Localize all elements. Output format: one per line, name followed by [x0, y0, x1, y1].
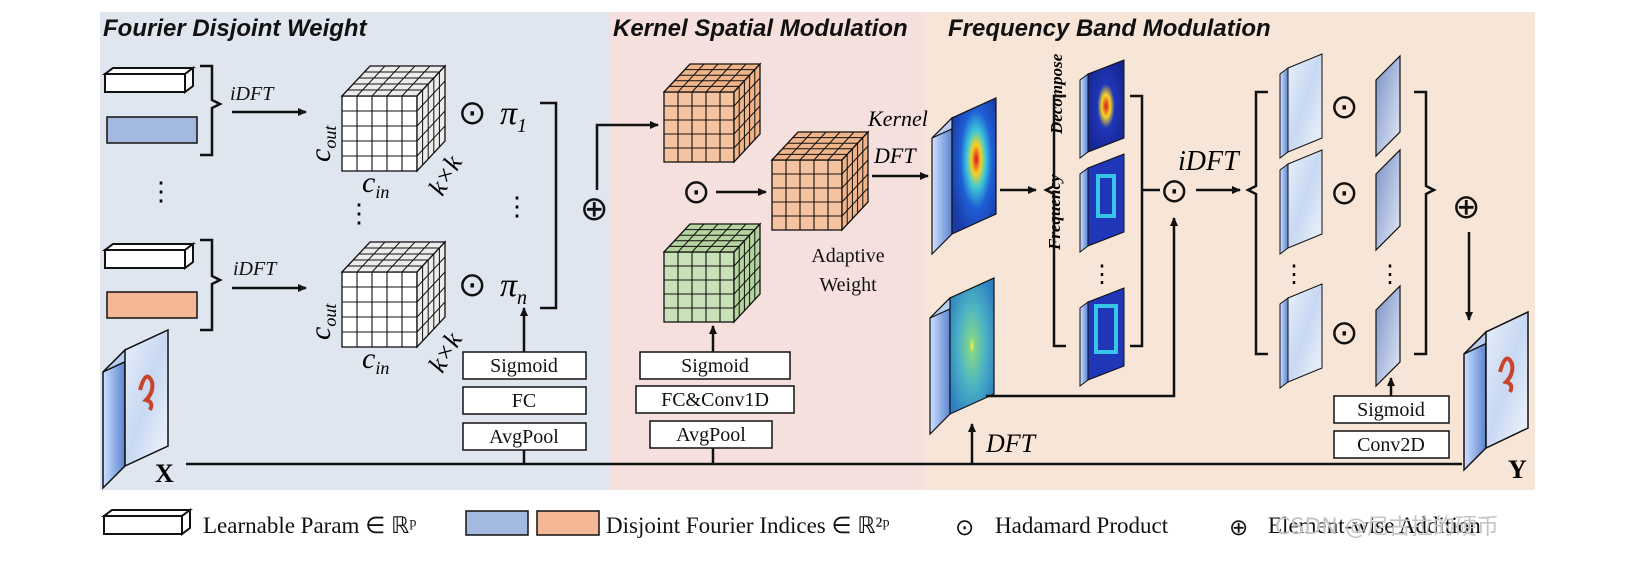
addition-op-fbm: ⊕	[1452, 189, 1481, 226]
weight-cube-1	[340, 64, 447, 173]
hadamard-op-ksm: ⊙	[682, 174, 711, 211]
input-x-label: X	[155, 459, 174, 488]
fdw-avgpool: AvgPool	[489, 426, 559, 448]
input-image-x	[102, 328, 169, 490]
kernel-spectrum-panel	[931, 97, 997, 256]
orange-kernel-cube	[662, 62, 762, 164]
legend-hadamard: Hadamard Product	[995, 513, 1169, 538]
vdots-fdw-mid: ⋮	[346, 199, 372, 228]
ksm-fc-conv1d: FC&Conv1D	[661, 389, 769, 411]
fourier-indices-orange	[106, 291, 198, 319]
band-outputs	[1279, 53, 1323, 389]
legend-orange-swatch	[536, 510, 600, 536]
dft-label: DFT	[985, 429, 1037, 458]
legend-blue-swatch	[465, 510, 529, 536]
hadamard-band-2: ⊙	[1330, 175, 1359, 212]
output-brace-left	[1245, 90, 1268, 356]
ksm-sigmoid: Sigmoid	[681, 355, 749, 377]
fdw-fc: FC	[512, 390, 536, 412]
idft-label-2: iDFT	[233, 258, 278, 280]
green-attention-cube	[662, 222, 762, 324]
brace-n	[200, 238, 223, 332]
learnable-param-1	[102, 66, 196, 94]
c-out-label-1: cout	[304, 125, 340, 162]
addition-op-fdw: ⊕	[580, 191, 609, 228]
ksm-avgpool: AvgPool	[676, 424, 746, 446]
band-weights	[1375, 54, 1401, 388]
legend-indices: Disjoint Fourier Indices ∈ ℝ²ᵖ	[606, 513, 890, 538]
c-in-label-1: cin	[362, 166, 389, 202]
pi-n: πn	[500, 267, 527, 309]
fbm-conv2d: Conv2D	[1357, 434, 1425, 456]
decompose-label: Decompose	[1047, 53, 1066, 135]
fbm-block-stack: Sigmoid Conv2D	[1333, 395, 1450, 459]
learnable-param-n	[102, 242, 196, 270]
legend-addition: Element-wise Addition	[1268, 513, 1481, 538]
hadamard-op-n: ⊙	[458, 267, 487, 304]
idft-label-1: iDFT	[230, 83, 275, 105]
legend-learnable: Learnable Param ∈ ℝᵖ	[203, 513, 416, 538]
fdw-block-stack: Sigmoid FC AvgPool	[462, 351, 587, 451]
hadamard-op-fbm: ⊙	[1160, 173, 1189, 210]
adaptive-label-2: Weight	[819, 274, 877, 296]
watermark: CSDN @尼古拉的硬币	[1275, 515, 1499, 540]
vdots-fdw-right: ⋮	[504, 192, 530, 221]
hadamard-band-n: ⊙	[1330, 315, 1359, 352]
c-in-label-2: cin	[362, 342, 389, 378]
idft-label-fbm: iDFT	[1178, 146, 1241, 177]
fbm-sigmoid: Sigmoid	[1357, 399, 1425, 421]
band-brace-left	[1043, 94, 1066, 348]
ksm-block-stack: Sigmoid FC&Conv1D AvgPool	[635, 351, 795, 449]
hadamard-op-1: ⊙	[458, 95, 487, 132]
legend-addition-symbol: ⊕	[1229, 515, 1248, 540]
fbm-title: Frequency Band Modulation	[948, 15, 1271, 42]
fourier-indices-blue	[106, 116, 198, 144]
vdots-weights: ⋮	[1378, 262, 1402, 288]
fdw-title: Fourier Disjoint Weight	[103, 15, 368, 42]
legend: Learnable Param ∈ ℝᵖ Disjoint Fourier In…	[101, 508, 1481, 540]
hadamard-band-1: ⊙	[1330, 89, 1359, 126]
output-y-label: Y	[1508, 455, 1527, 484]
frequency-bands	[1079, 59, 1125, 387]
pi-brace	[540, 101, 558, 310]
vdots-fdw-left: ⋮	[148, 177, 174, 206]
adaptive-label-1: Adaptive	[811, 245, 884, 267]
adaptive-weight-cube	[770, 130, 870, 232]
input-fft-panel	[929, 277, 995, 436]
fdw-sigmoid: Sigmoid	[490, 355, 558, 377]
output-brace-right	[1414, 90, 1437, 356]
pi-1: π1	[500, 95, 527, 137]
band-brace-right	[1130, 94, 1144, 348]
kernel-label: Kernel	[867, 106, 928, 131]
c-out-label-2: cout	[304, 303, 340, 340]
vdots-outputs: ⋮	[1282, 262, 1306, 288]
output-image-y	[1463, 310, 1529, 472]
vdots-bands: ⋮	[1090, 262, 1114, 288]
brace-1	[200, 64, 223, 157]
legend-hadamard-symbol: ⊙	[955, 515, 974, 540]
kernel-dft-label: DFT	[873, 143, 917, 168]
weight-cube-n	[340, 240, 447, 349]
ksm-title: Kernel Spatial Modulation	[613, 15, 908, 42]
legend-learnable-swatch	[101, 508, 193, 536]
